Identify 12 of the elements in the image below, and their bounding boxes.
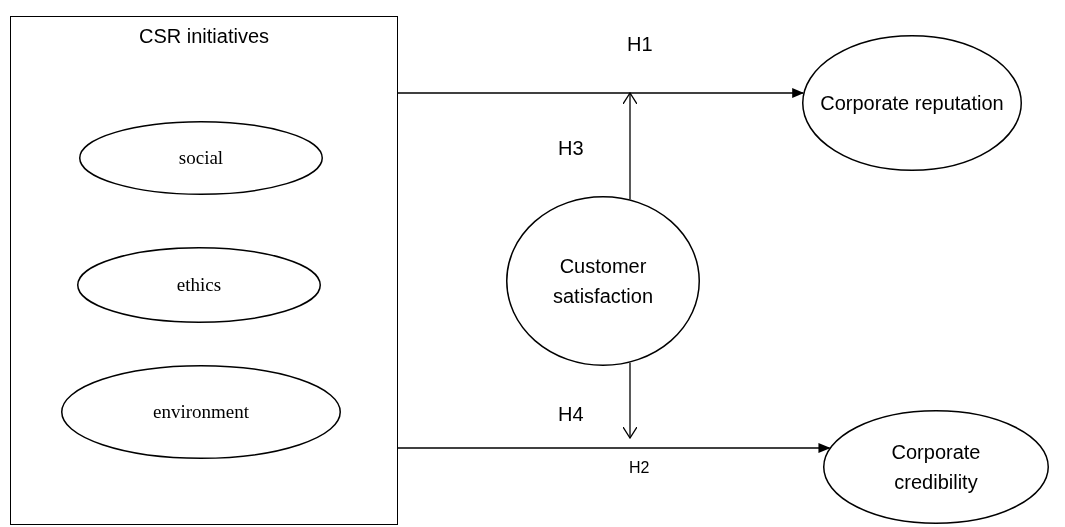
- node-label: ethics: [176, 273, 222, 297]
- arrow: [397, 443, 831, 453]
- node-label: social: [178, 146, 224, 170]
- group-box: [10, 16, 398, 525]
- node-label: Corporate credibility: [890, 440, 982, 495]
- node-label: environment: [153, 400, 249, 424]
- node-label: CSR initiatives: [137, 24, 270, 49]
- arrow: [622, 92, 638, 200]
- node-label: Corporate reputation: [820, 91, 1004, 116]
- node-label: Customer satisfaction: [551, 254, 655, 309]
- arrow: [622, 362, 638, 439]
- arrow: [397, 88, 805, 98]
